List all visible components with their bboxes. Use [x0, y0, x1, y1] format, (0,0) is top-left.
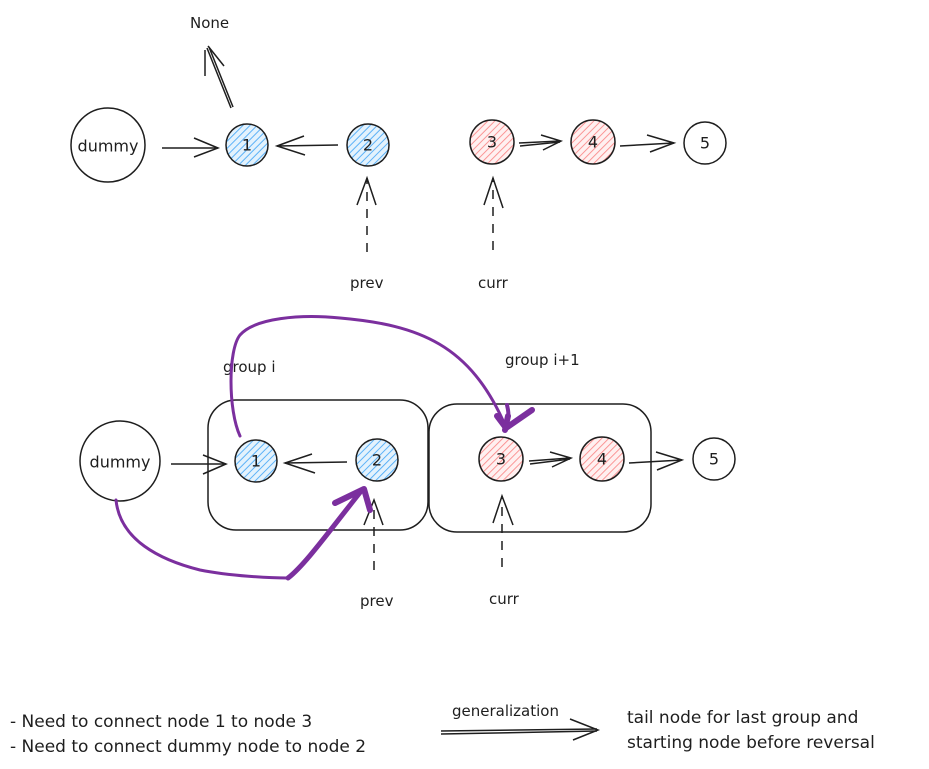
top-n3-to-n4-arrow	[518, 134, 564, 151]
svg-text:4: 4	[597, 450, 607, 469]
result-line-2: starting node before reversal	[627, 733, 875, 753]
notes-section: - Need to connect node 1 to node 3 - Nee…	[10, 702, 875, 757]
top-node-1: 1	[225, 123, 269, 167]
bottom-curr-pointer-arrow	[492, 493, 514, 567]
top-curr-label: curr	[478, 274, 509, 292]
bottom-prev-label: prev	[360, 592, 394, 610]
bottom-node-dummy: dummy	[79, 420, 161, 502]
node1-to-none-arrow	[204, 45, 234, 109]
purple-arrow-dummy-to-node2	[114, 486, 373, 581]
svg-text:4: 4	[588, 133, 598, 152]
top-prev-label: prev	[350, 274, 384, 292]
svg-text:1: 1	[242, 136, 252, 155]
bottom-node-5: 5	[692, 437, 736, 481]
svg-text:5: 5	[700, 134, 710, 153]
bottom-curr-label: curr	[489, 590, 520, 608]
group-i-plus-1-label: group i+1	[505, 351, 580, 369]
generalization-label: generalization	[452, 702, 559, 720]
bottom-node-2: 2	[355, 438, 399, 482]
top-curr-pointer-arrow	[483, 175, 504, 250]
svg-text:2: 2	[363, 136, 373, 155]
note-line-1: - Need to connect node 1 to node 3	[10, 712, 312, 732]
svg-text:2: 2	[372, 451, 382, 470]
svg-text:3: 3	[487, 133, 497, 152]
bottom-diagram: group i group i+1 dummy 1 2	[79, 315, 736, 610]
top-node-dummy: dummy	[70, 107, 146, 183]
group-i-plus-1-box	[428, 403, 652, 533]
top-n4-to-n5-arrow	[619, 134, 677, 153]
bottom-node-3: 3	[478, 436, 524, 482]
note-line-2: - Need to connect dummy node to node 2	[10, 737, 366, 757]
top-node-2: 2	[346, 123, 390, 167]
bottom-node-1: 1	[234, 439, 278, 483]
top-prev-pointer-arrow	[356, 175, 377, 252]
top-n2-to-n1-arrow	[274, 135, 339, 156]
svg-text:3: 3	[496, 450, 506, 469]
top-node-3: 3	[469, 119, 515, 165]
bottom-node-4: 4	[579, 436, 625, 482]
svg-text:dummy: dummy	[90, 453, 151, 472]
top-node-5: 5	[683, 121, 727, 165]
group-i-label: group i	[223, 358, 276, 376]
generalization-arrow	[440, 718, 601, 741]
svg-text:1: 1	[251, 452, 261, 471]
top-diagram: None dummy 1 2	[70, 14, 727, 292]
group-i-box	[207, 399, 429, 531]
none-label: None	[190, 14, 229, 32]
top-node-4: 4	[570, 119, 616, 165]
svg-text:dummy: dummy	[78, 137, 139, 156]
svg-text:5: 5	[709, 450, 719, 469]
bottom-prev-pointer-arrow	[363, 497, 384, 570]
bottom-n4-to-n5-arrow	[628, 451, 685, 471]
bottom-n2-to-n1-arrow	[282, 453, 348, 474]
bottom-dummy-to-n1-arrow	[171, 454, 228, 475]
bottom-n3-to-n4-arrow	[528, 451, 574, 468]
top-dummy-to-n1-arrow	[162, 137, 221, 158]
purple-arrow-node1-to-node3	[229, 315, 535, 438]
result-line-1: tail node for last group and	[627, 708, 858, 728]
